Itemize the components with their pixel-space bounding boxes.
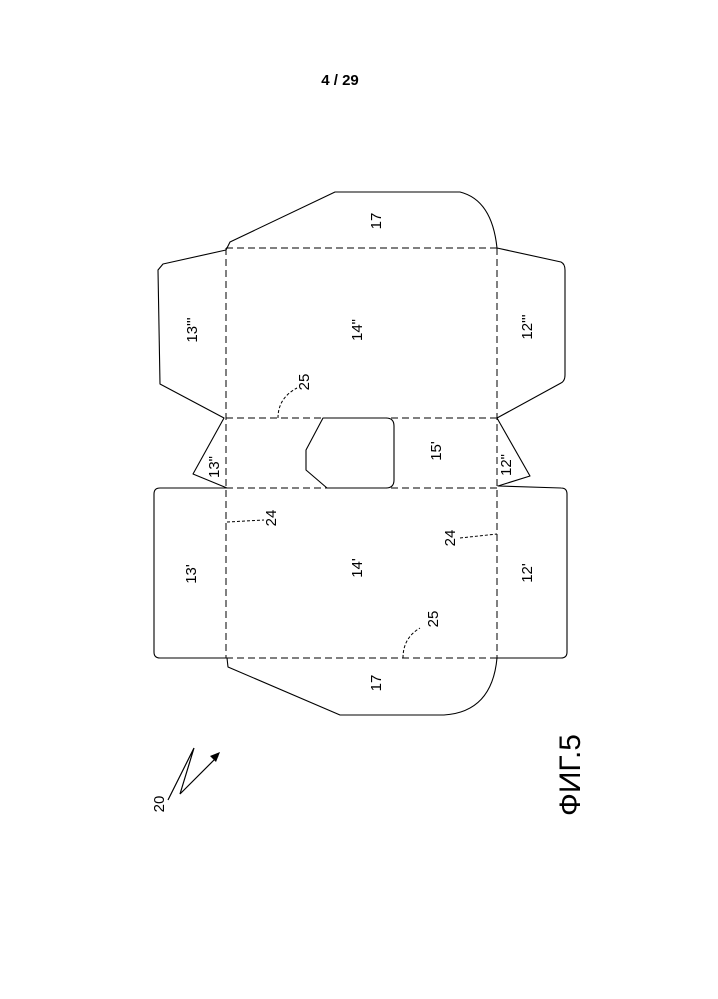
label-12-single: 12' xyxy=(519,563,536,583)
label-24-right: 24 xyxy=(442,530,459,547)
reference-arrow-head xyxy=(210,752,220,762)
blank-outline xyxy=(154,192,567,715)
label-12-triple: 12''' xyxy=(519,314,536,339)
label-24-left: 24 xyxy=(263,510,280,527)
leader-25-bottom xyxy=(403,628,420,658)
reference-arrow-line xyxy=(168,748,218,800)
leader-25-top xyxy=(278,388,297,418)
label-14-double: 14" xyxy=(349,319,366,341)
label-15-single: 15' xyxy=(428,441,445,461)
leader-24-right xyxy=(460,534,497,538)
label-17-top: 17 xyxy=(368,213,385,230)
label-14-single: 14' xyxy=(349,558,366,578)
figure-caption: ФИГ.5 xyxy=(554,734,587,816)
label-13-double: 13" xyxy=(206,456,223,478)
label-25-bottom: 25 xyxy=(425,611,442,628)
label-13-triple: 13''' xyxy=(184,317,201,342)
window-cutout xyxy=(306,418,394,488)
leader-24-left xyxy=(227,520,264,522)
label-12-double: 12" xyxy=(498,454,515,476)
label-13-single: 13' xyxy=(183,564,200,584)
label-25-top: 25 xyxy=(296,374,313,391)
label-20: 20 xyxy=(151,796,168,813)
label-17-bottom: 17 xyxy=(368,675,385,692)
